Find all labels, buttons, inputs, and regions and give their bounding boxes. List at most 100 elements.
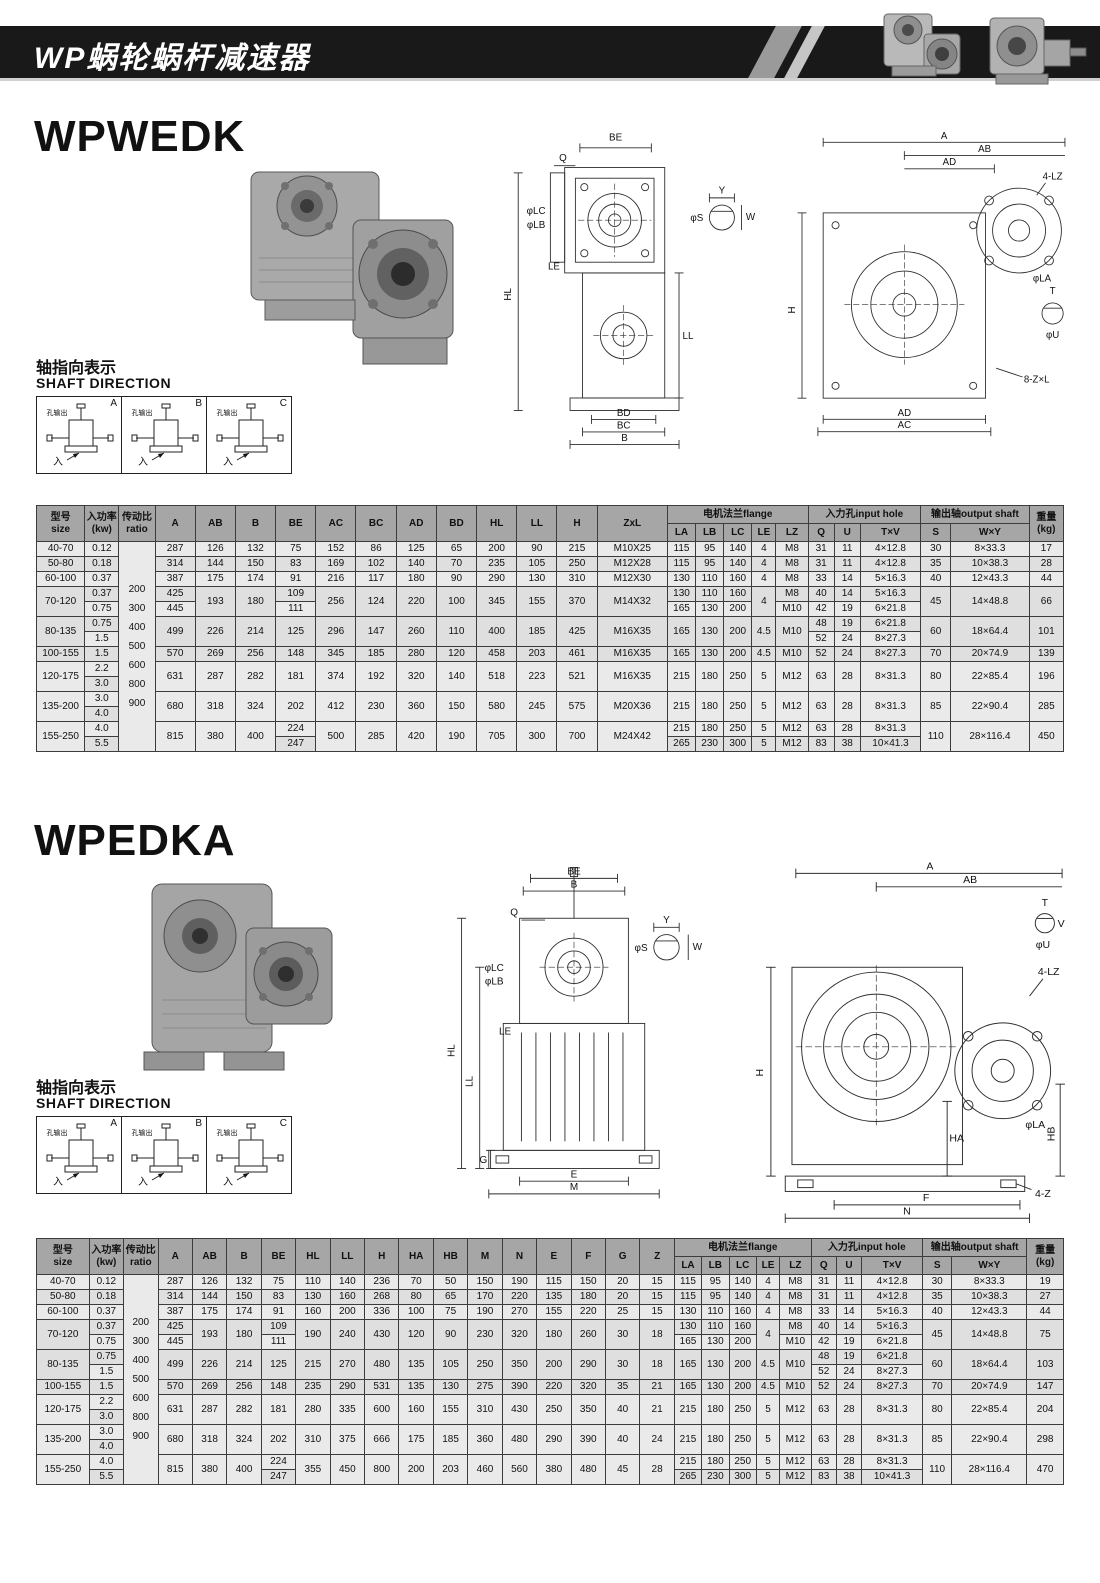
table-cell: 42: [810, 1334, 837, 1350]
housing-outline: [822, 212, 986, 399]
table-cell: 19: [1026, 1274, 1064, 1290]
dim-label-a: A: [941, 131, 948, 142]
table-cell: 130: [701, 1379, 730, 1395]
table-cell: 480: [570, 1454, 606, 1485]
table-cell: 666: [364, 1424, 400, 1455]
table-cell: 8×27.3: [859, 631, 922, 647]
table-cell: 236: [364, 1274, 400, 1290]
table-cell: 224: [260, 1454, 297, 1470]
table-cell: 126: [191, 1274, 228, 1290]
table-cell: 460: [467, 1454, 503, 1485]
table-cell: 50-80: [35, 556, 86, 572]
table-header-cell: N: [501, 1238, 538, 1275]
table-cell: 28: [639, 1454, 675, 1485]
table-header-cell: 入功率 (kw): [84, 505, 120, 542]
table-cell: 165: [673, 1334, 703, 1350]
table-cell: 6×21.8: [861, 1349, 923, 1365]
table-cell: 270: [501, 1304, 538, 1320]
table-cell: 226: [191, 1349, 228, 1380]
table-cell: 247: [275, 736, 317, 752]
table-cell: M10: [779, 1349, 812, 1380]
table-cell: 22×90.4: [950, 691, 1030, 722]
table-cell: 202: [260, 1424, 297, 1455]
table-cell: 21: [639, 1379, 675, 1395]
table-cell: 132: [234, 541, 277, 557]
table-cell: M12X30: [596, 571, 668, 587]
table-cell: 190: [295, 1319, 331, 1350]
table-cell: 521: [556, 661, 598, 692]
table-header-cell: 输出轴output shaft: [921, 1238, 1028, 1257]
dim-label-h: H: [787, 306, 798, 313]
table-cell: 110: [695, 586, 725, 602]
table-cell: 318: [191, 1424, 228, 1455]
table-cell: 160: [728, 1319, 757, 1335]
table-cell: 5: [751, 721, 777, 737]
table-header-cell: AB: [191, 1238, 228, 1275]
table-cell: 60-100: [36, 1304, 90, 1320]
table-cell: 200 300 400 500 600 800 900: [118, 541, 156, 752]
dim-label-be: BE: [609, 133, 623, 144]
table-cell: 38: [833, 736, 861, 752]
table-header-cell: HL: [476, 505, 518, 542]
dim-label-f: F: [923, 1192, 929, 1204]
table-cell: 25: [604, 1304, 641, 1320]
table-cell: 0.37: [88, 1304, 125, 1320]
table-cell: 109: [275, 586, 317, 602]
table-cell: 115: [673, 1289, 703, 1305]
table-cell: 24: [639, 1424, 675, 1455]
table-cell: 115: [536, 1274, 572, 1290]
table-cell: 370: [556, 586, 598, 617]
table-cell: 35: [604, 1379, 641, 1395]
table-cell: 110: [921, 1454, 953, 1485]
table-cell: 160: [329, 1289, 366, 1305]
table-cell: 324: [234, 691, 277, 722]
table-cell: 193: [194, 586, 236, 617]
table-cell: M12: [779, 1469, 812, 1485]
table-header-cell: 入力孔input hole: [810, 1238, 923, 1257]
table-cell: 80: [398, 1289, 434, 1305]
table-cell: 147: [1026, 1379, 1064, 1395]
table-cell: 63: [810, 1394, 837, 1425]
table-cell: 4: [755, 1289, 781, 1305]
table-cell: 110: [701, 1319, 730, 1335]
table-cell: 180: [695, 721, 725, 737]
table-cell: 4: [755, 1274, 781, 1290]
table-cell: 230: [355, 691, 397, 722]
table-cell: 230: [695, 736, 725, 752]
table-cell: 20×74.9: [950, 646, 1030, 662]
table-cell: 8×33.3: [951, 1274, 1028, 1290]
table-cell: 320: [501, 1319, 538, 1350]
table-cell: 95: [701, 1289, 730, 1305]
shaft-direction-diagrams: A B C: [36, 396, 292, 474]
table-cell: 14: [835, 1304, 863, 1320]
table-cell: 280: [395, 646, 437, 662]
table-cell: 18×64.4: [950, 616, 1030, 647]
table-header-cell: HB: [432, 1238, 469, 1275]
table-cell: 109: [260, 1319, 297, 1335]
table-cell: 235: [476, 556, 518, 572]
table-cell: 91: [260, 1304, 297, 1320]
table-cell: 63: [807, 721, 835, 737]
table-header-cell: HA: [398, 1238, 434, 1275]
table-cell: 250: [723, 661, 753, 692]
table-cell: 115: [666, 541, 697, 557]
table-cell: 140: [395, 556, 437, 572]
table-cell: 31: [810, 1274, 837, 1290]
table-cell: 14×48.8: [950, 586, 1030, 617]
table-cell: 50-80: [36, 1289, 90, 1305]
table-cell: 570: [157, 1379, 193, 1395]
dim-label-ll: LL: [464, 1075, 475, 1087]
table-cell: 200: [723, 646, 753, 662]
table-cell: 11: [835, 1289, 863, 1305]
table-cell: 275: [467, 1379, 503, 1395]
table-cell: 130: [673, 1319, 703, 1335]
table-cell: 18×64.4: [951, 1349, 1028, 1380]
table-cell: 30: [604, 1319, 641, 1350]
table-cell: 6×21.8: [861, 1334, 923, 1350]
table-cell: 215: [666, 691, 697, 722]
table-cell: 14: [835, 1319, 863, 1335]
table-cell: 28: [835, 1424, 863, 1455]
table-cell: 375: [329, 1424, 366, 1455]
